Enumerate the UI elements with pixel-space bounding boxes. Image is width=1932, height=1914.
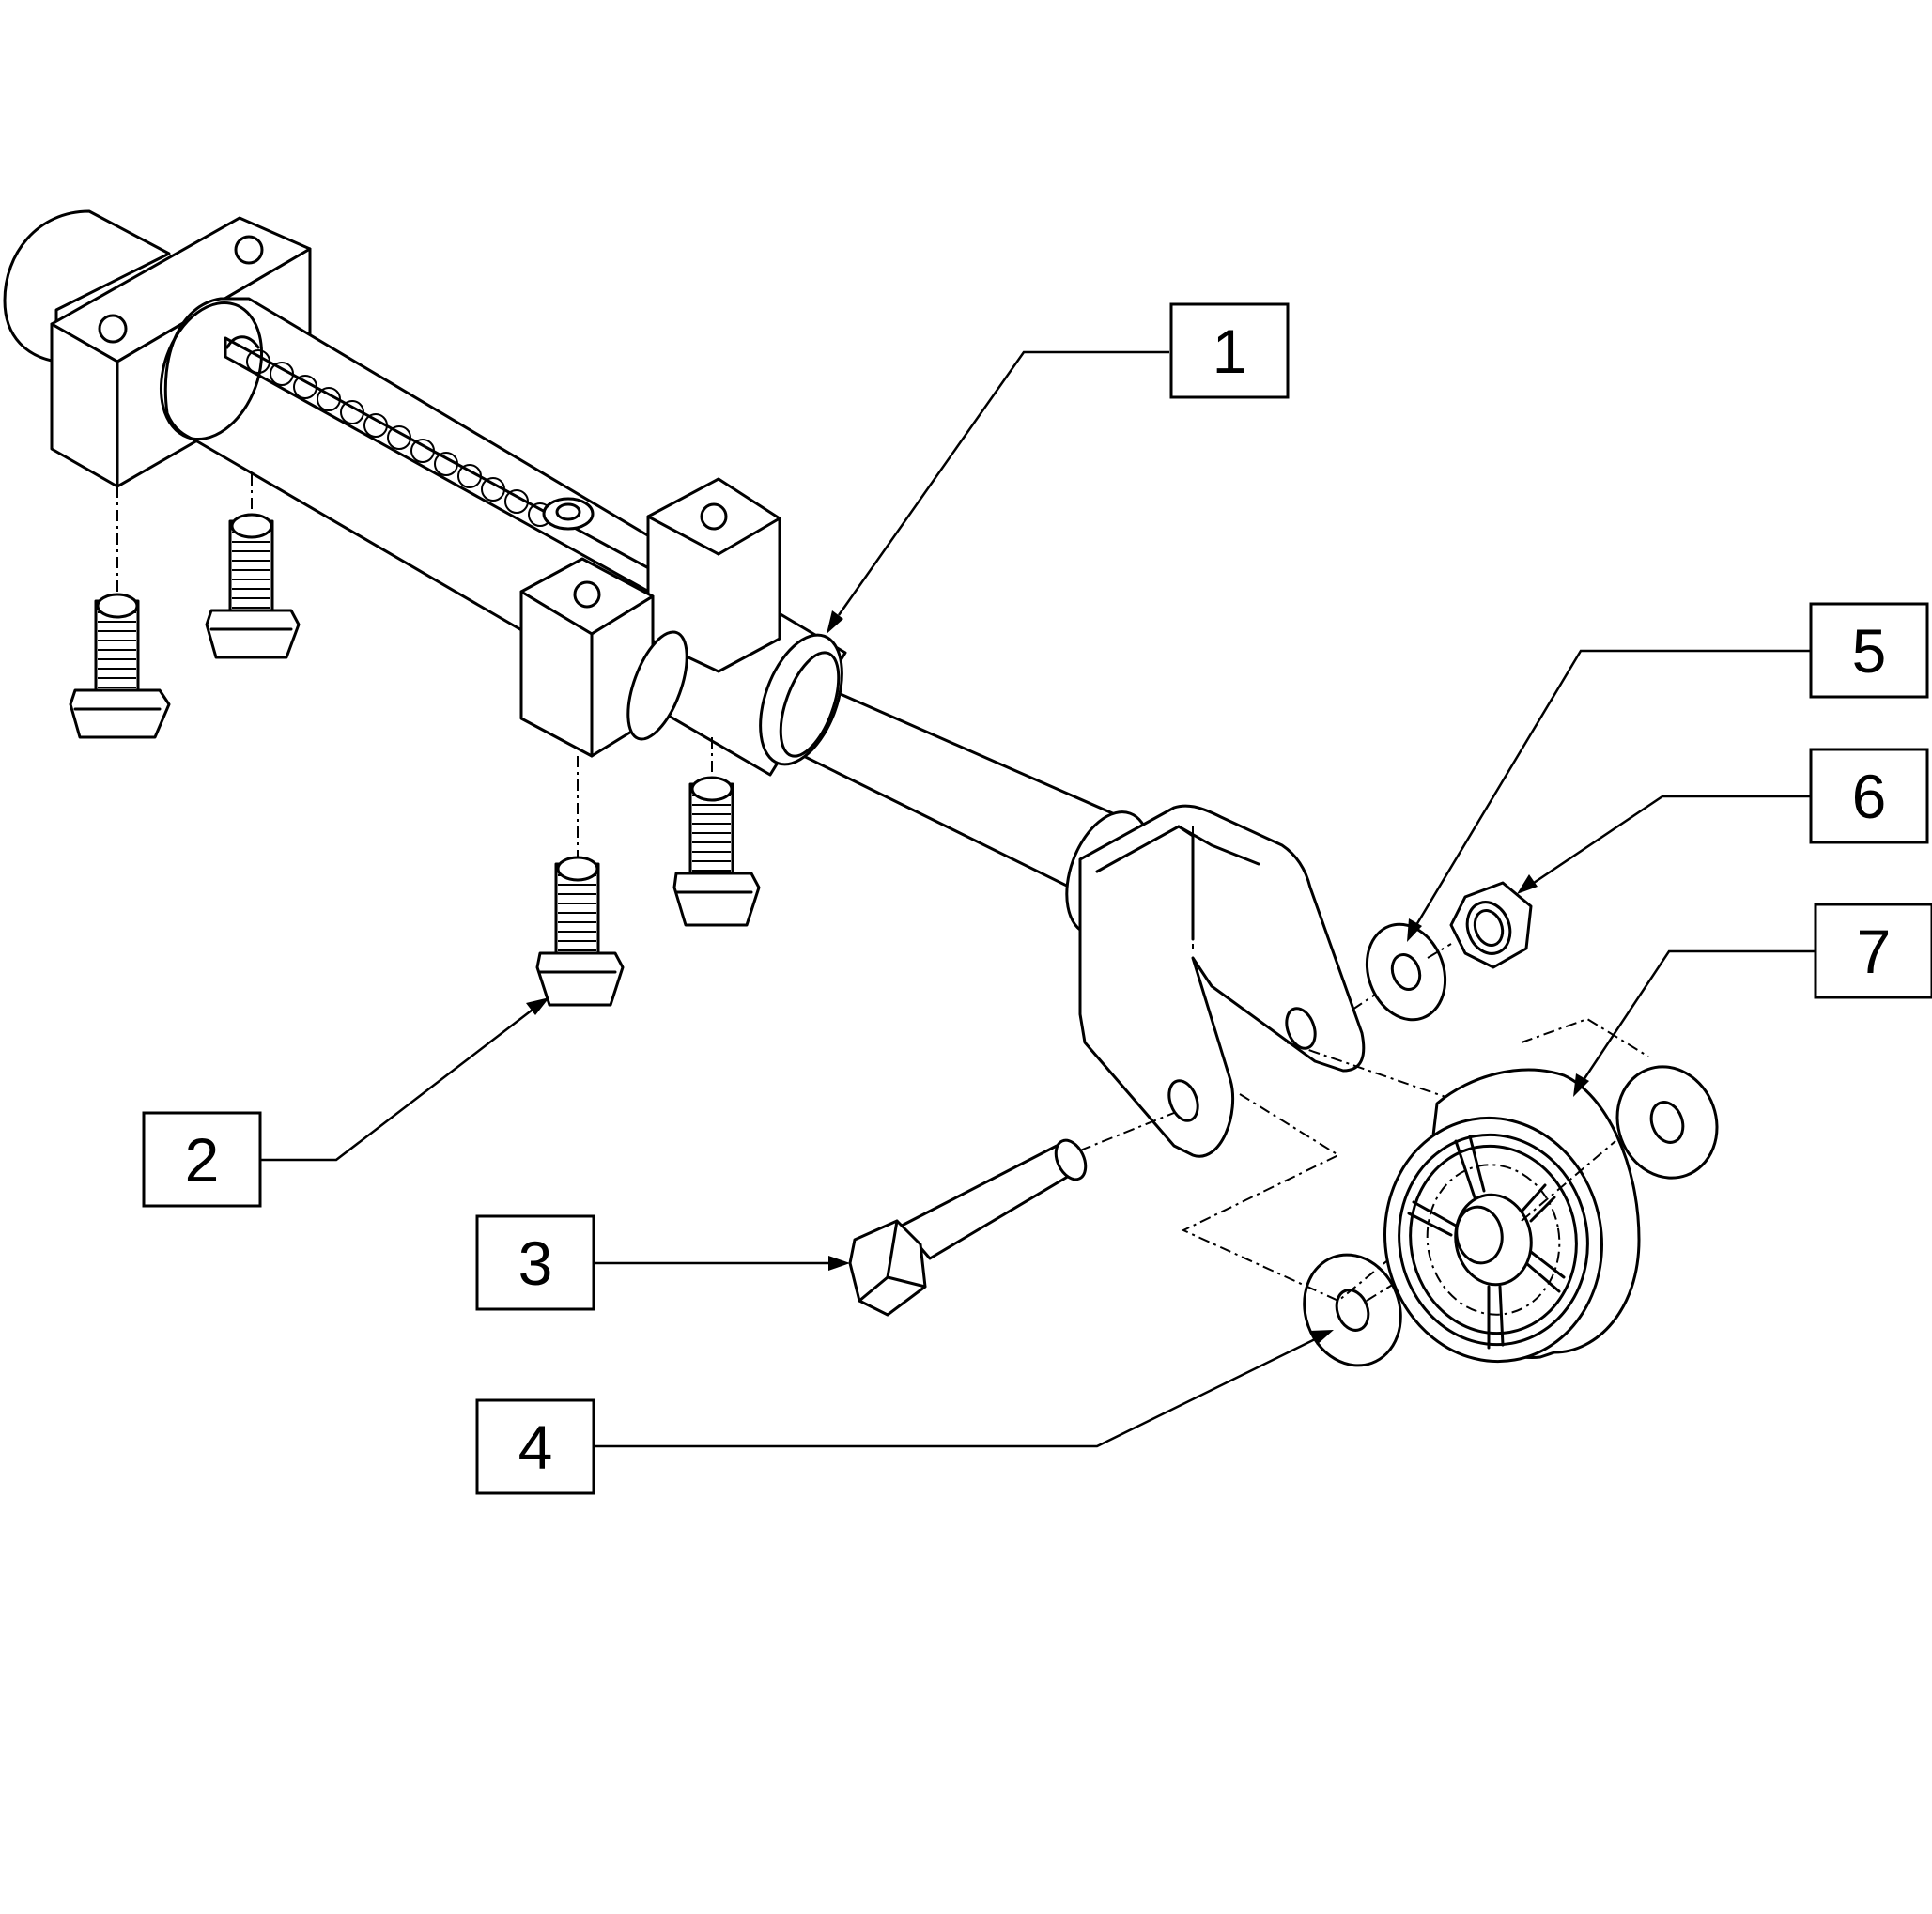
callout-7: 7 <box>1814 903 1932 999</box>
callout-label: 3 <box>518 1228 553 1298</box>
callout-label: 5 <box>1852 616 1887 686</box>
callout-label: 4 <box>518 1412 553 1482</box>
washer <box>1352 922 1452 1022</box>
axle-tube-assembly <box>3 209 1134 899</box>
callout-4: 4 <box>475 1398 595 1495</box>
callout-1: 1 <box>1169 302 1290 399</box>
callout-5: 5 <box>1809 602 1929 699</box>
set-screws <box>69 474 761 1007</box>
callout-label: 7 <box>1857 917 1892 986</box>
caster-fork <box>1065 804 1366 1158</box>
axle-bolt <box>848 1112 1175 1317</box>
set-screw <box>672 737 761 927</box>
set-screw <box>535 756 625 1007</box>
callout-3: 3 <box>475 1214 595 1311</box>
lock-nut <box>1449 881 1533 969</box>
leader-lines <box>260 350 1816 1448</box>
callout-6: 6 <box>1809 748 1929 844</box>
callout-label: 1 <box>1213 316 1247 386</box>
callout-label: 6 <box>1852 762 1887 831</box>
callout-2: 2 <box>142 1111 262 1208</box>
set-screw <box>205 474 301 659</box>
set-screw <box>69 486 171 739</box>
callout-label: 2 <box>185 1125 220 1195</box>
caster-wheel <box>1181 1017 1719 1364</box>
